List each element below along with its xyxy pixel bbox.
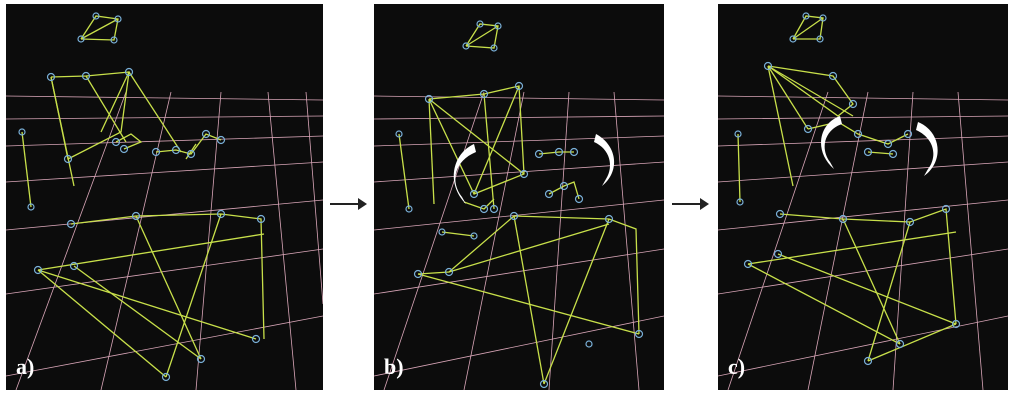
panel-a: a)	[6, 4, 323, 390]
floor-grid	[374, 91, 664, 390]
panel-b: b)	[374, 4, 664, 390]
joints	[395, 20, 644, 389]
rotate-right-icon	[916, 122, 938, 176]
panel-c-scene	[718, 12, 1008, 390]
rotation-arrows	[821, 116, 938, 176]
panel-label-b: b)	[384, 354, 404, 379]
rotate-left-icon	[453, 144, 476, 204]
floor-grid	[718, 91, 1008, 390]
rotate-left-icon	[821, 116, 842, 169]
rotation-arrows	[453, 134, 615, 204]
sequence-arrow-icon	[330, 198, 367, 210]
joints	[734, 12, 961, 366]
panel-label-c: c)	[728, 354, 746, 379]
skeleton	[398, 23, 640, 385]
floor-grid	[6, 91, 323, 390]
rotate-right-icon	[594, 134, 615, 186]
panel-b-scene	[374, 20, 664, 390]
skeleton	[21, 15, 265, 378]
panel-c: c)	[718, 4, 1008, 390]
sequence-arrow-icon	[672, 198, 709, 210]
panel-label-a: a)	[16, 354, 35, 379]
joints	[18, 12, 266, 382]
skeleton	[737, 15, 957, 362]
panel-a-scene	[6, 12, 323, 390]
